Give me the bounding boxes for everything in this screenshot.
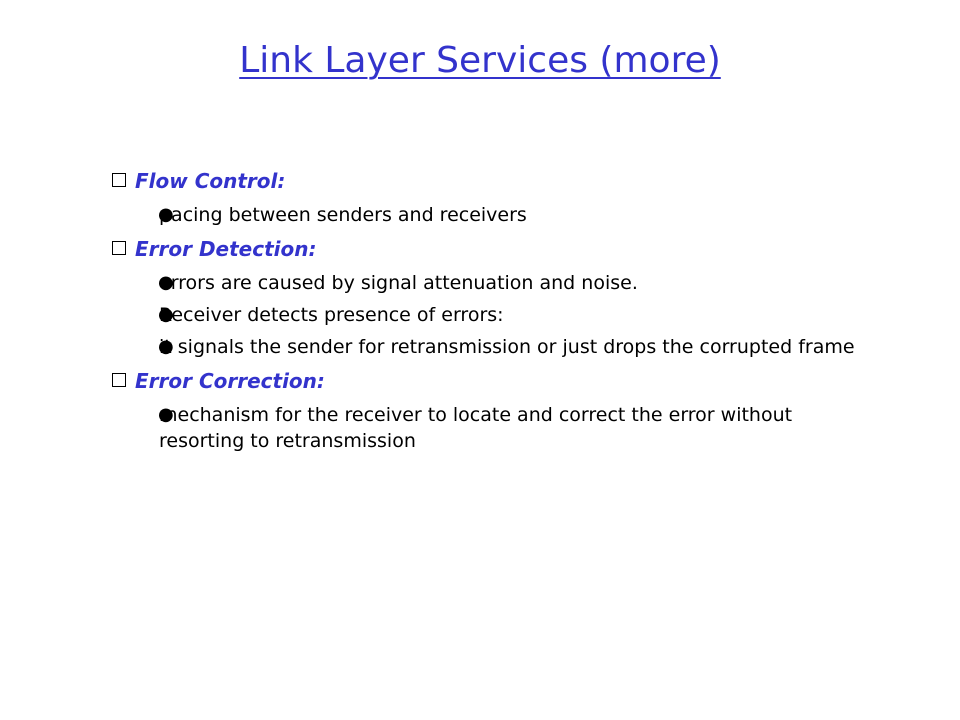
section-heading-text: Error Correction: [135, 369, 317, 393]
bullet-icon: ●: [158, 272, 174, 293]
list-item-text: it signals the sender for retransmission…: [159, 336, 855, 358]
section-heading: Error Correction:: [112, 366, 872, 396]
heading-colon: :: [308, 237, 317, 261]
section-heading-text: Error Detection: [135, 237, 309, 261]
square-bullet-icon: [112, 241, 126, 255]
list-item: ● it signals the sender for retransmissi…: [112, 334, 872, 360]
list-item: ● Receiver detects presence of errors:: [112, 302, 872, 328]
bullet-icon: ●: [158, 336, 174, 357]
section-heading: Flow Control:: [112, 166, 872, 196]
section-heading: Error Detection:: [112, 234, 872, 264]
list-item-text: mechanism for the receiver to locate and…: [159, 404, 793, 452]
section-heading-text: Flow Control: [135, 169, 278, 193]
square-bullet-icon: [112, 373, 126, 387]
bullet-icon: ●: [158, 404, 174, 425]
list-item: ● errors are caused by signal attenuatio…: [112, 270, 872, 296]
slide-title: Link Layer Services (more): [239, 40, 721, 81]
list-item-text: Receiver detects presence of errors:: [159, 304, 504, 326]
list-item: ● mechanism for the receiver to locate a…: [112, 402, 872, 454]
bullet-icon: ●: [158, 204, 174, 225]
list-item: ● pacing between senders and receivers: [112, 202, 872, 228]
list-item-text: errors are caused by signal attenuation …: [159, 272, 638, 294]
heading-colon: :: [316, 369, 325, 393]
slide-content: Flow Control: ● pacing between senders a…: [112, 162, 872, 460]
square-bullet-icon: [112, 173, 126, 187]
heading-colon: :: [277, 169, 286, 193]
list-item-text: pacing between senders and receivers: [159, 204, 527, 226]
bullet-icon: ●: [158, 304, 174, 325]
